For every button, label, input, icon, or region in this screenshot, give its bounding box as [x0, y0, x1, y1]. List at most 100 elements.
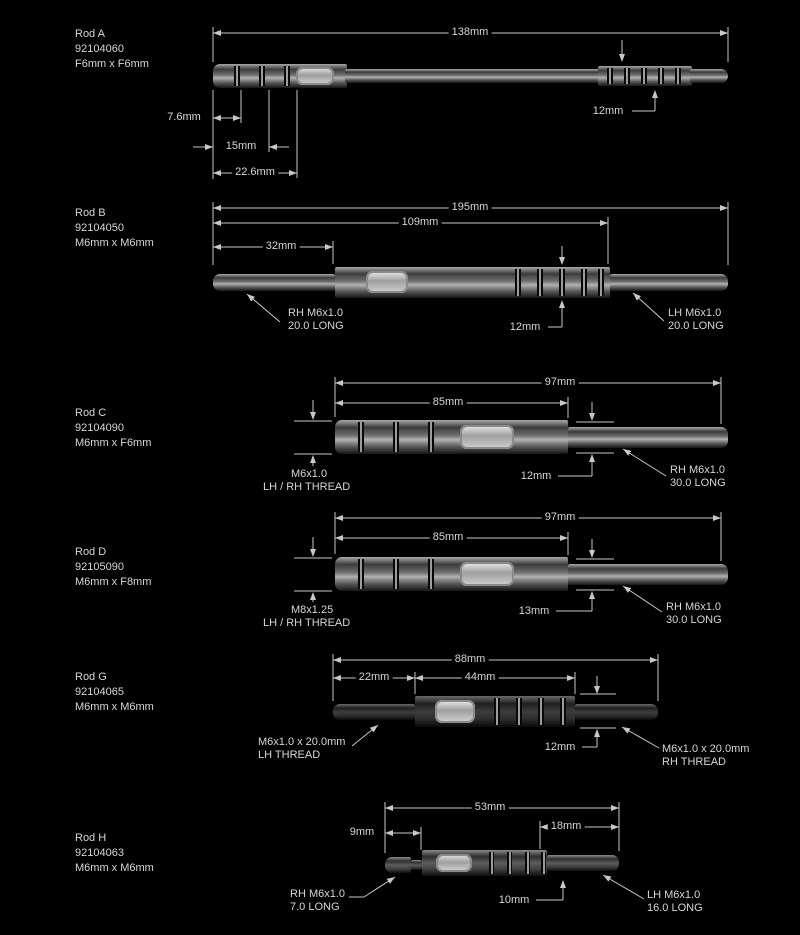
rod-b-dim-arrowhead: [213, 244, 221, 250]
rod-c-dim-label: 85mm: [429, 396, 467, 409]
rod-a-dim-arrowhead: [205, 144, 213, 150]
rod-h-annotation-text: RH M6x1.0: [290, 888, 346, 900]
rod-b-leader-arrowhead: [633, 293, 641, 301]
rod-a-dim-label: 138mm: [448, 26, 492, 39]
rod-g-label-line-2: 92104065: [75, 686, 124, 698]
rod-b-body-segment: [213, 274, 335, 291]
rod-d-up-arrowhead: [310, 592, 316, 600]
rod-d-body-segment: [335, 557, 568, 591]
rod-d-up-arrowhead: [589, 591, 595, 599]
rod-b-down-arrowhead: [559, 257, 565, 265]
rod-a-up-arrowhead: [652, 90, 658, 98]
rod-b-groove: [515, 269, 521, 296]
rod-a-dim-label: 7.6mm: [167, 111, 201, 123]
rod-h-annotation-text: 7.0 LONG: [290, 901, 340, 913]
rod-g-annotation-text: LH THREAD: [258, 749, 321, 761]
rod-c-up-arrowhead: [589, 454, 595, 462]
rod-d-groove: [428, 559, 434, 589]
rod-a-down-arrowhead: [619, 54, 625, 62]
rod-c-down-arrowhead: [310, 412, 316, 420]
rod-g-dim-arrowhead: [333, 657, 341, 663]
rod-a-label-line-2: 92104060: [75, 43, 124, 55]
rod-g-annotation-text: RH THREAD: [662, 756, 726, 768]
rod-a-dim-arrowhead: [289, 170, 297, 176]
rod-h-body-segment: [547, 855, 619, 871]
rod-c-annotation-text: 30.0 LONG: [670, 477, 726, 489]
rod-g-dim-arrowhead: [407, 675, 415, 681]
rod-a-body-segment: [690, 69, 728, 83]
rod-g-dim-label: 22mm: [355, 671, 393, 684]
rod-g-dim-arrowhead: [333, 675, 341, 681]
rod-h-leader-arrowhead: [603, 875, 612, 882]
rod-d-groove: [393, 559, 399, 589]
rod-h-dim-label: 53mm: [471, 801, 509, 814]
rod-b-label-line-1: Rod B: [75, 207, 106, 219]
rod-a-label-line-1: Rod A: [75, 28, 105, 40]
rod-b-body-segment: [610, 274, 728, 291]
rod-h-body-segment: [411, 860, 422, 870]
rod-h-groove: [525, 852, 530, 874]
rod-h-label-line-2: 92104063: [75, 847, 124, 859]
rod-c-label-line-3: M6mm x F6mm: [75, 437, 152, 449]
rod-h-dim-arrowhead: [385, 830, 393, 836]
rod-a-dim-arrowhead: [233, 115, 241, 121]
rod-a-groove: [259, 66, 265, 86]
rod-g-groove: [538, 698, 544, 725]
rod-d-leader-arrowhead: [623, 586, 632, 593]
rod-d-down-arrowhead: [310, 549, 316, 557]
rod-g-dim-label: 44mm: [461, 671, 499, 684]
rod-d-dim-arrowhead: [335, 535, 343, 541]
rod-c-label-line-1: Rod C: [75, 407, 107, 419]
rod-b-adjuster-window: [366, 271, 408, 293]
rod-a-groove: [607, 68, 613, 84]
rod-d-body-segment: [568, 564, 728, 585]
rod-c-label-line-2: 92104090: [75, 422, 124, 434]
rod-g-annotation-text: M6x1.0 x 20.0mm: [662, 743, 750, 755]
rod-h-dim-arrowhead: [611, 805, 619, 811]
rod-a-dim-arrowhead: [720, 30, 728, 36]
rod-c-body-segment: [568, 427, 728, 448]
rod-c-groove: [393, 422, 399, 452]
rod-g-groove: [516, 698, 522, 725]
rod-c-groove: [358, 422, 364, 452]
rod-c-dim-arrowhead: [560, 400, 568, 406]
rod-h-dim-label: 9mm: [349, 826, 375, 838]
rod-c-body-segment: [335, 420, 568, 454]
rod-c-leader-arrowhead: [623, 449, 632, 456]
rod-g-label-line-1: Rod G: [75, 671, 107, 683]
rod-b-dim-arrowhead: [720, 205, 728, 211]
rod-d-annotation-text: LH / RH THREAD: [263, 617, 351, 629]
rod-c-annotation-text: 12mm: [520, 470, 552, 482]
rod-g-down-arrowhead: [594, 686, 600, 694]
rod-a-adjuster-window: [296, 67, 334, 85]
rod-d-annotation-text: 13mm: [518, 605, 550, 617]
rod-b-leader-arrowhead: [247, 294, 256, 302]
rod-g-annotation-text: M6x1.0 x 20.0mm: [258, 736, 346, 748]
rod-h-up-arrowhead: [560, 880, 566, 888]
rod-g-groove: [494, 698, 500, 725]
rod-g-adjuster-window: [435, 700, 475, 723]
rod-g-body-segment: [333, 704, 415, 720]
rod-a-groove: [624, 68, 630, 84]
rod-g-annotation-text: 12mm: [544, 741, 576, 753]
rod-g-dim-arrowhead: [415, 675, 423, 681]
rod-d-dim-arrowhead: [713, 515, 721, 521]
rod-b-dim-arrowhead: [325, 244, 333, 250]
rod-c-dim-label: 97mm: [541, 376, 579, 389]
rod-d-annotation-text: 30.0 LONG: [666, 614, 722, 626]
rod-a-dim-arrowhead: [213, 170, 221, 176]
rod-h-groove: [489, 852, 494, 874]
rod-a-groove: [675, 68, 681, 84]
rod-g-dim-arrowhead: [650, 657, 658, 663]
rod-c-dim-arrowhead: [335, 380, 343, 386]
rod-c-down-arrowhead: [589, 413, 595, 421]
rod-g-up-arrowhead: [594, 729, 600, 737]
rod-h-label-line-3: M6mm x M6mm: [75, 862, 154, 874]
rod-h-adjuster-window: [436, 854, 472, 872]
rod-g-dim-arrowhead: [567, 675, 575, 681]
rod-d-dim-arrowhead: [560, 535, 568, 541]
